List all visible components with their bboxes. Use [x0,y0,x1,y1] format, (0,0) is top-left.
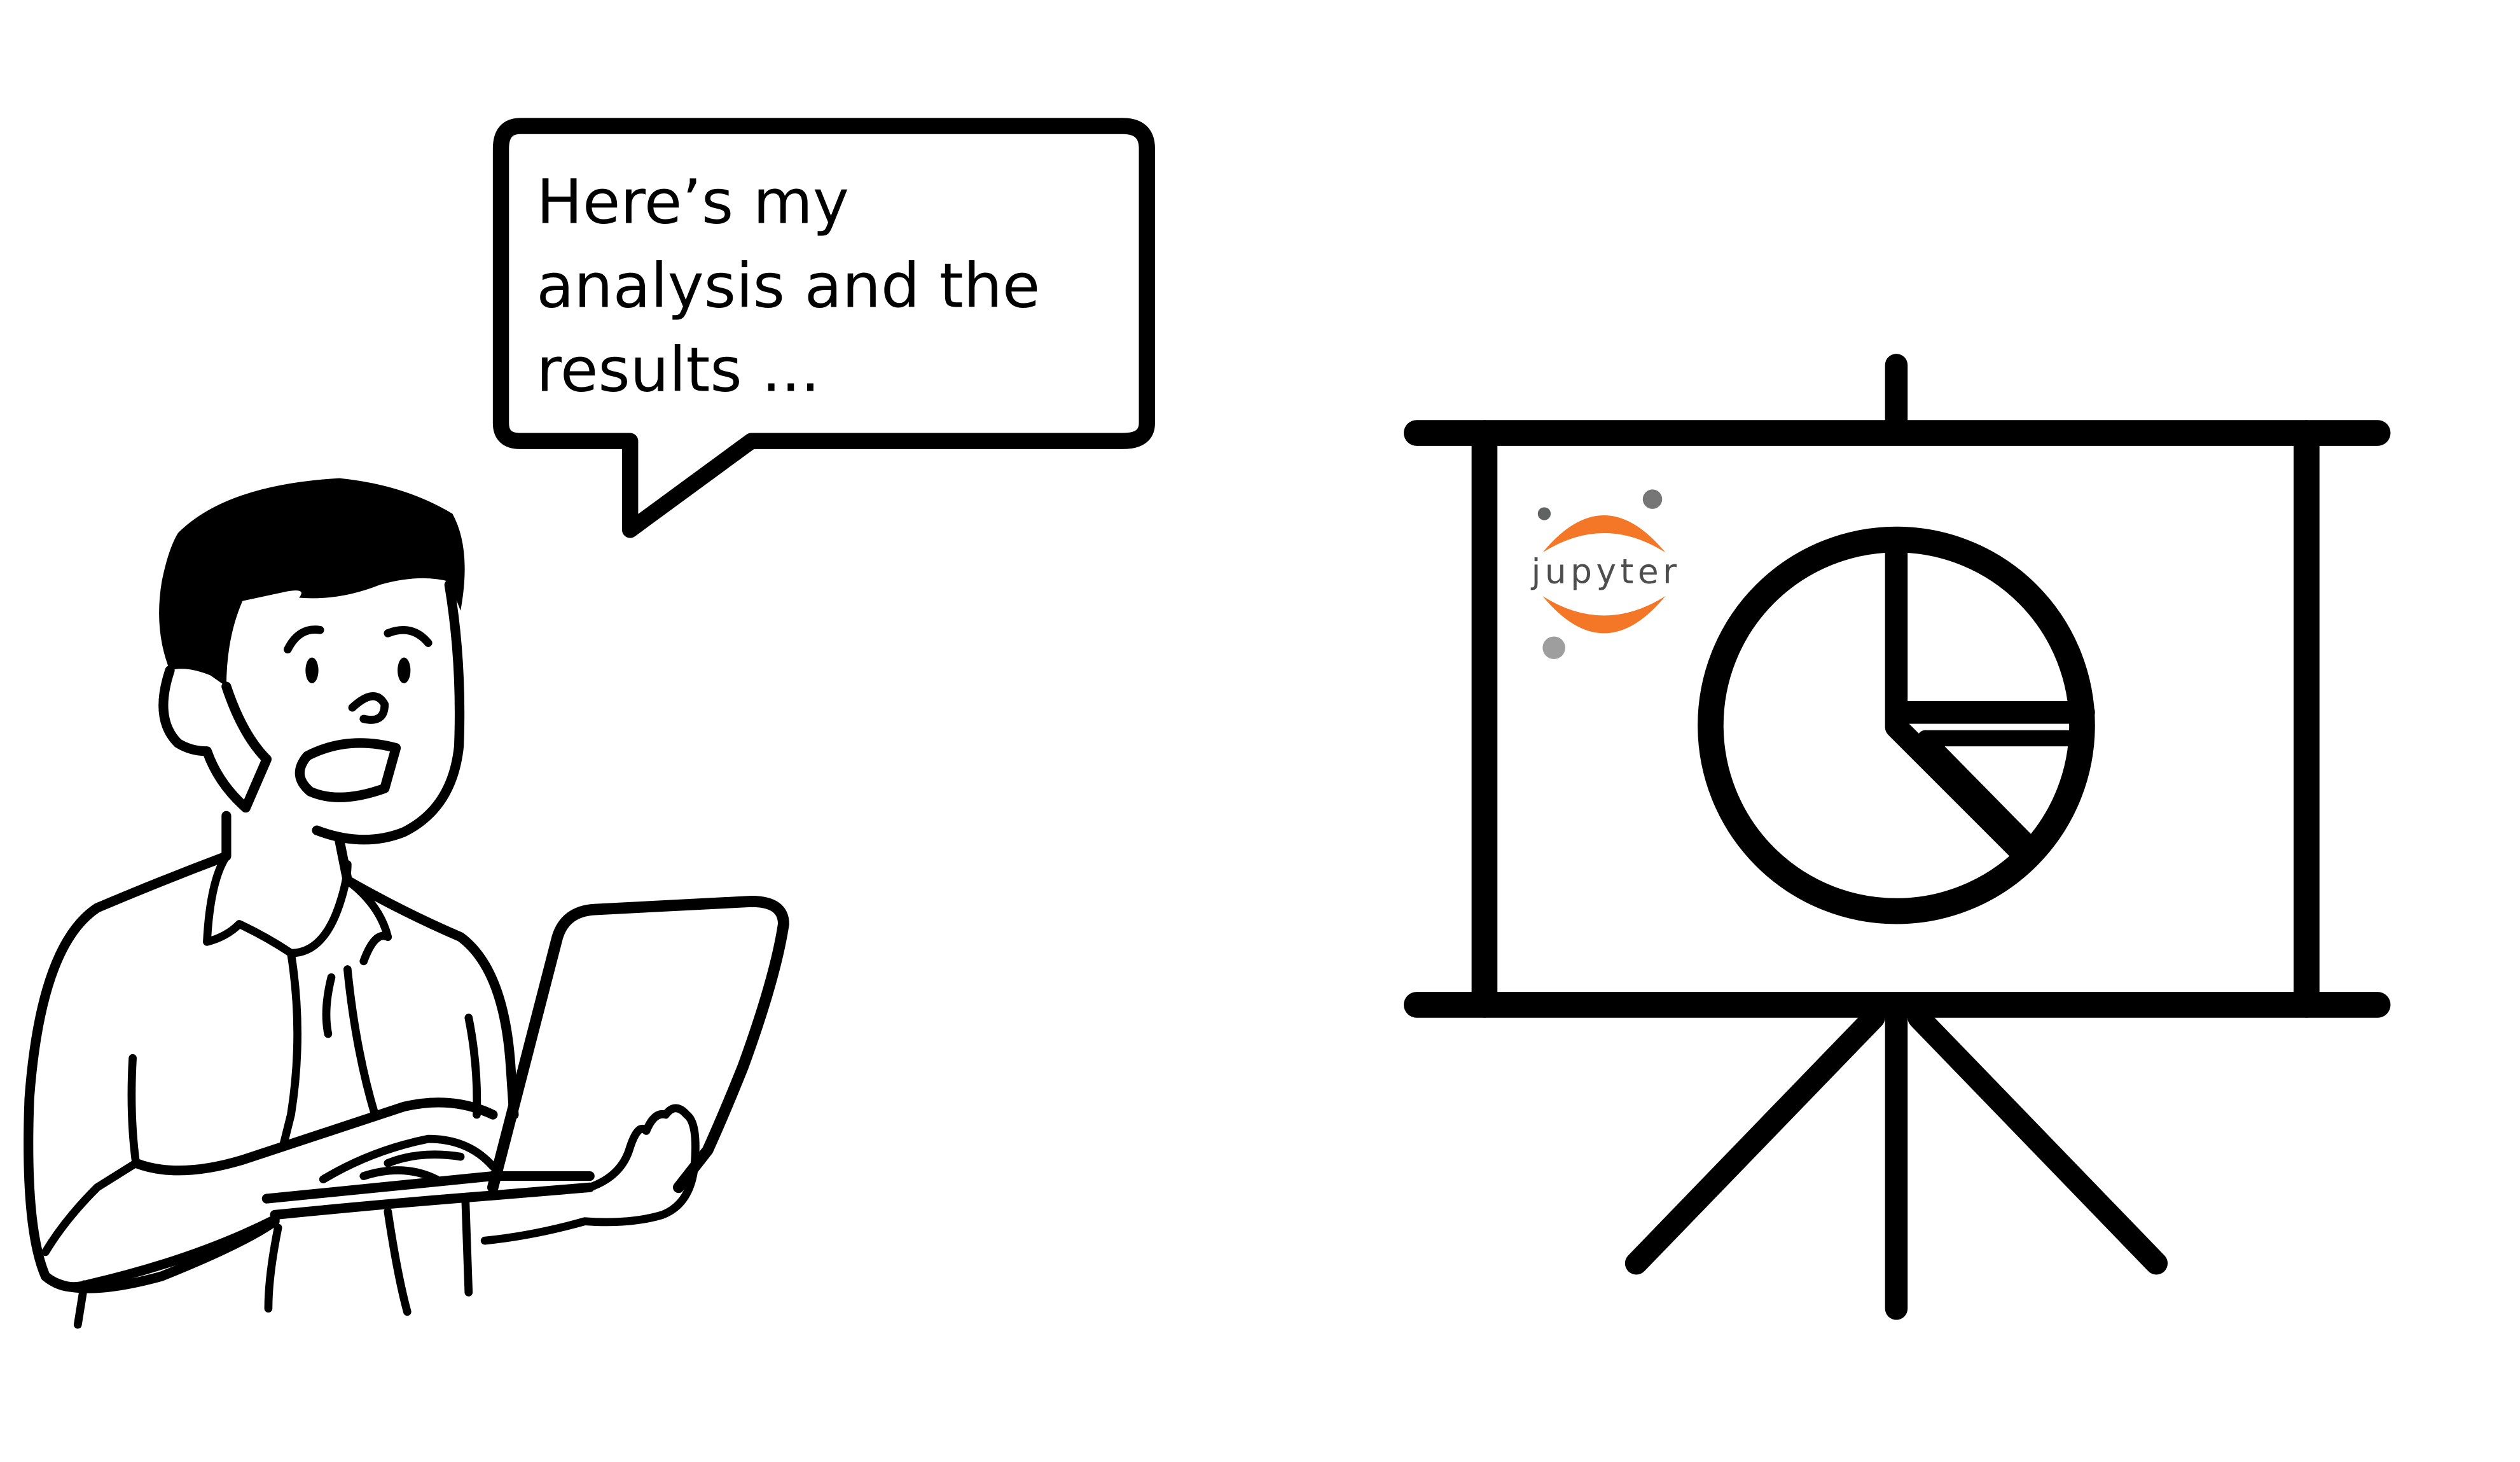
speech-line-3: results ... [536,333,820,405]
mouth [294,738,401,802]
shirt-lines [41,949,481,1257]
hair [159,478,465,687]
presentation-board-icon [1403,354,2391,1320]
laptop-screen [487,896,789,1194]
logo-arc-bottom [1542,595,1666,634]
face-outline [158,580,465,845]
pie-chart-icon [1698,526,2095,924]
nose [348,692,389,724]
collar [203,852,392,966]
speech-bubble: Here’s my analysis and the results ... [492,118,1155,538]
legs [73,1194,473,1329]
speech-line-1: Here’s my [536,165,849,237]
logo-arc-top [1542,515,1666,553]
person-with-laptop [24,478,789,1329]
left-hand [319,1134,497,1183]
logo-dot-small [1537,507,1551,520]
right-hand [480,1104,700,1245]
eyebrows [284,625,433,654]
arm [40,1097,498,1293]
right-eye [398,657,411,684]
logo-dot-medium [1642,489,1663,509]
logo-text: jupyter [1531,552,1677,592]
laptop-base [261,1171,595,1220]
body-outline [24,811,519,1292]
speech-line-2: analysis and the [536,249,1040,321]
jupyter-logo: jupyter [1531,489,1677,660]
logo-dot-large [1542,636,1565,660]
left-eye [305,657,319,684]
